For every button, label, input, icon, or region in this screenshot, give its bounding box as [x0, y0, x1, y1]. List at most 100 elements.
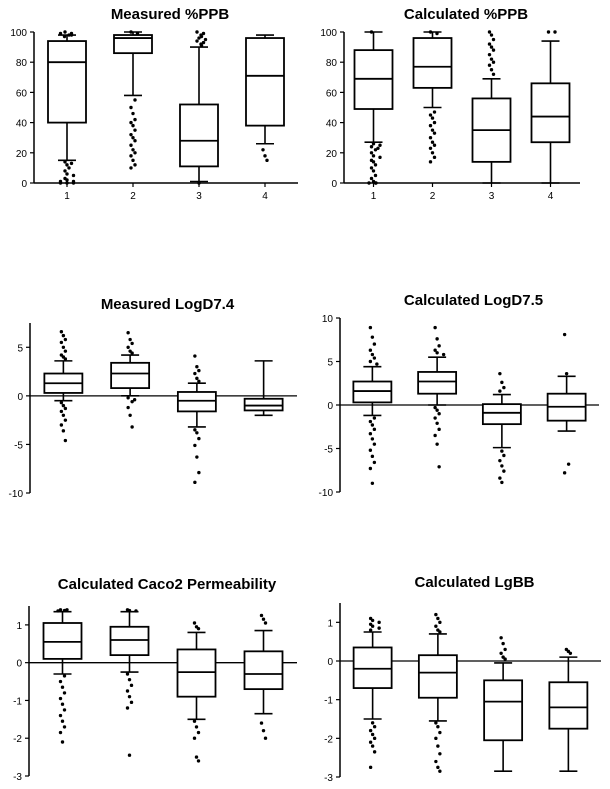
- box-group-1: [43, 360, 84, 402]
- outlier-point: [546, 30, 551, 34]
- y-tick-label: 40: [326, 119, 338, 130]
- y-tick-label: 0: [327, 657, 333, 668]
- outlier-point: [261, 148, 265, 152]
- outlier-point: [491, 72, 496, 76]
- outlier-point: [566, 462, 571, 466]
- iqr-box: [47, 40, 87, 124]
- outlier-point: [436, 616, 440, 621]
- outlier-point: [60, 719, 65, 723]
- outlier-point: [127, 694, 132, 699]
- outlier-point: [128, 337, 132, 342]
- box-group-2: [113, 31, 153, 97]
- outlier-point: [368, 728, 373, 733]
- x-tick-label: 2: [430, 191, 436, 202]
- outlier-point: [133, 128, 137, 132]
- outlier-point: [197, 379, 201, 383]
- outlier-point: [63, 169, 67, 173]
- outlier-point: [197, 368, 201, 373]
- outlier-point: [368, 448, 373, 452]
- iqr-box: [417, 654, 458, 699]
- outlier-point: [129, 143, 133, 147]
- outlier-point: [197, 470, 201, 475]
- outlier-point: [196, 730, 201, 735]
- outlier-point: [433, 325, 437, 330]
- outlier-point: [378, 143, 382, 147]
- outlier-point: [564, 371, 569, 376]
- outlier-point: [65, 163, 69, 167]
- y-tick-label: 100: [320, 28, 337, 39]
- x-tick-label: 3: [489, 191, 495, 202]
- outlier-point: [487, 30, 492, 34]
- outlier-point: [133, 163, 137, 167]
- outlier-point: [553, 30, 557, 34]
- outlier-point: [369, 176, 374, 181]
- outlier-point: [372, 427, 377, 432]
- outlier-point: [60, 685, 65, 689]
- outlier-point: [428, 146, 433, 150]
- outlier-point: [71, 181, 76, 185]
- outlier-point: [435, 337, 439, 341]
- outlier-point: [261, 617, 266, 621]
- outlier-point: [193, 371, 197, 376]
- iqr-box: [245, 37, 285, 127]
- outlier-point: [371, 160, 376, 164]
- outlier-point: [437, 412, 441, 416]
- outlier-point: [127, 677, 132, 682]
- outlier-point: [261, 728, 266, 733]
- outlier-point: [203, 37, 208, 42]
- box-group-4: [548, 656, 589, 773]
- outlier-point: [369, 166, 374, 170]
- y-tick-label: -10: [9, 489, 24, 500]
- outlier-point: [502, 469, 506, 473]
- outlier-point: [370, 454, 375, 459]
- outlier-point: [126, 331, 130, 335]
- outlier-point: [428, 113, 433, 117]
- outlier-point: [263, 154, 267, 158]
- y-tick-label: 80: [326, 58, 338, 69]
- outlier-point: [372, 416, 377, 420]
- y-tick-label: 60: [16, 88, 28, 99]
- outlier-point: [62, 674, 67, 678]
- outlier-point: [435, 351, 439, 355]
- outlier-point: [69, 33, 74, 37]
- outlier-point: [259, 613, 264, 618]
- outlier-point: [194, 755, 199, 759]
- outlier-point: [63, 406, 68, 411]
- outlier-point: [491, 37, 496, 42]
- outlier-point: [67, 166, 71, 170]
- outlier-point: [58, 181, 63, 185]
- iqr-box: [243, 650, 284, 691]
- outlier-point: [63, 337, 68, 342]
- outlier-point: [500, 480, 504, 485]
- box-group-2: [417, 356, 458, 406]
- iqr-box: [352, 646, 393, 689]
- outlier-point: [63, 160, 67, 164]
- outlier-point: [63, 418, 68, 422]
- outlier-point: [368, 325, 373, 330]
- outlier-point: [65, 172, 69, 176]
- box-group-1: [47, 34, 87, 162]
- outlier-point: [435, 408, 439, 412]
- y-tick-label: 1: [327, 618, 333, 629]
- outlier-point: [432, 155, 437, 160]
- outlier-point: [133, 139, 137, 143]
- outlier-point: [368, 359, 373, 364]
- chart-title: Calculated LogD7.5: [404, 292, 543, 309]
- outlier-point: [371, 169, 376, 173]
- chart-title: Measured %PPB: [111, 6, 230, 23]
- outlier-point: [498, 389, 502, 393]
- outlier-point: [65, 181, 69, 185]
- outlier-point: [502, 385, 506, 390]
- outlier-point: [367, 181, 371, 185]
- outlier-point: [489, 33, 494, 37]
- y-tick-label: 20: [326, 149, 338, 160]
- outlier-point: [428, 160, 433, 164]
- outlier-point: [368, 740, 373, 744]
- outlier-point: [125, 689, 130, 693]
- outlier-point: [503, 647, 507, 652]
- box-group-3: [481, 393, 522, 449]
- outlier-point: [372, 442, 377, 446]
- chart-panel-6: Calculated LgBB-3-2-101: [324, 574, 601, 784]
